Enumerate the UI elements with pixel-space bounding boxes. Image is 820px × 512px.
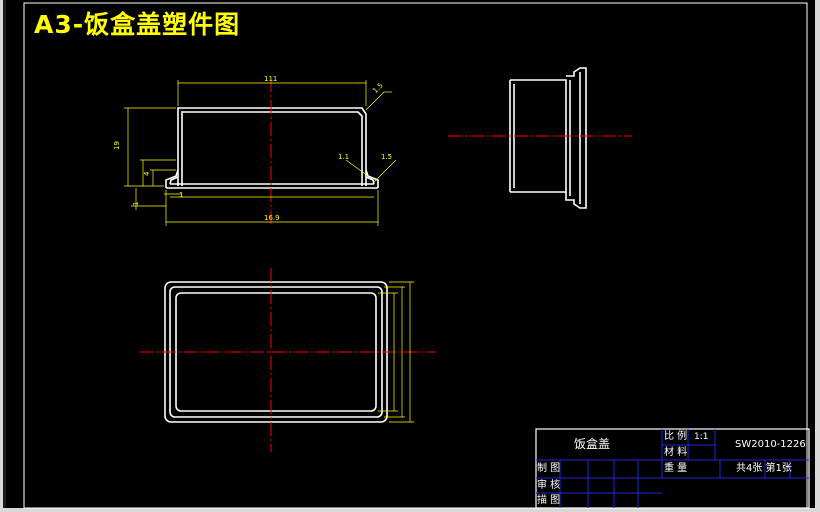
dim-step-right-a: 1.1	[338, 153, 350, 161]
tb-drawing-number: SW2010-1226	[735, 439, 806, 450]
side-view	[509, 67, 587, 209]
dim-top-width: 111	[264, 75, 278, 83]
dim-bottom-left: 1	[132, 201, 140, 206]
dim-bottom-center: 1	[179, 191, 184, 199]
window-right-edge	[815, 0, 820, 512]
tb-material-label: 材 料	[664, 447, 688, 458]
dim-bottom-width: 16.9	[264, 214, 280, 222]
top-view-centerlines	[140, 268, 435, 452]
tb-weight-label: 重 量	[664, 463, 688, 474]
dim-height-total: 19	[113, 141, 121, 150]
tb-scale-value: 1:1	[694, 432, 709, 442]
dim-step-right-b: 1.5	[381, 153, 393, 161]
title-block-frame	[535, 428, 810, 509]
tb-drawn-by-label: 制 图	[537, 463, 561, 474]
tb-part-name: 饭盒盖	[574, 437, 611, 451]
window-left-edge	[0, 0, 6, 512]
window-bottom-edge	[0, 508, 820, 512]
drawing-title: A3-饭盒盖塑件图	[34, 10, 241, 39]
front-view	[165, 107, 379, 189]
tb-scale-label: 比 例	[664, 431, 688, 442]
tb-checked-by-label: 审 核	[537, 480, 561, 491]
tb-traced-by-label: 描 图	[537, 495, 561, 506]
tb-sheet-info: 共4张 第1张	[736, 463, 792, 474]
dim-height-small: 4	[143, 171, 151, 176]
drawing-frame	[23, 2, 808, 509]
top-view-dimension-lines	[378, 281, 414, 423]
title-block-grid	[536, 429, 809, 508]
front-view-dimension-lines	[124, 80, 397, 226]
